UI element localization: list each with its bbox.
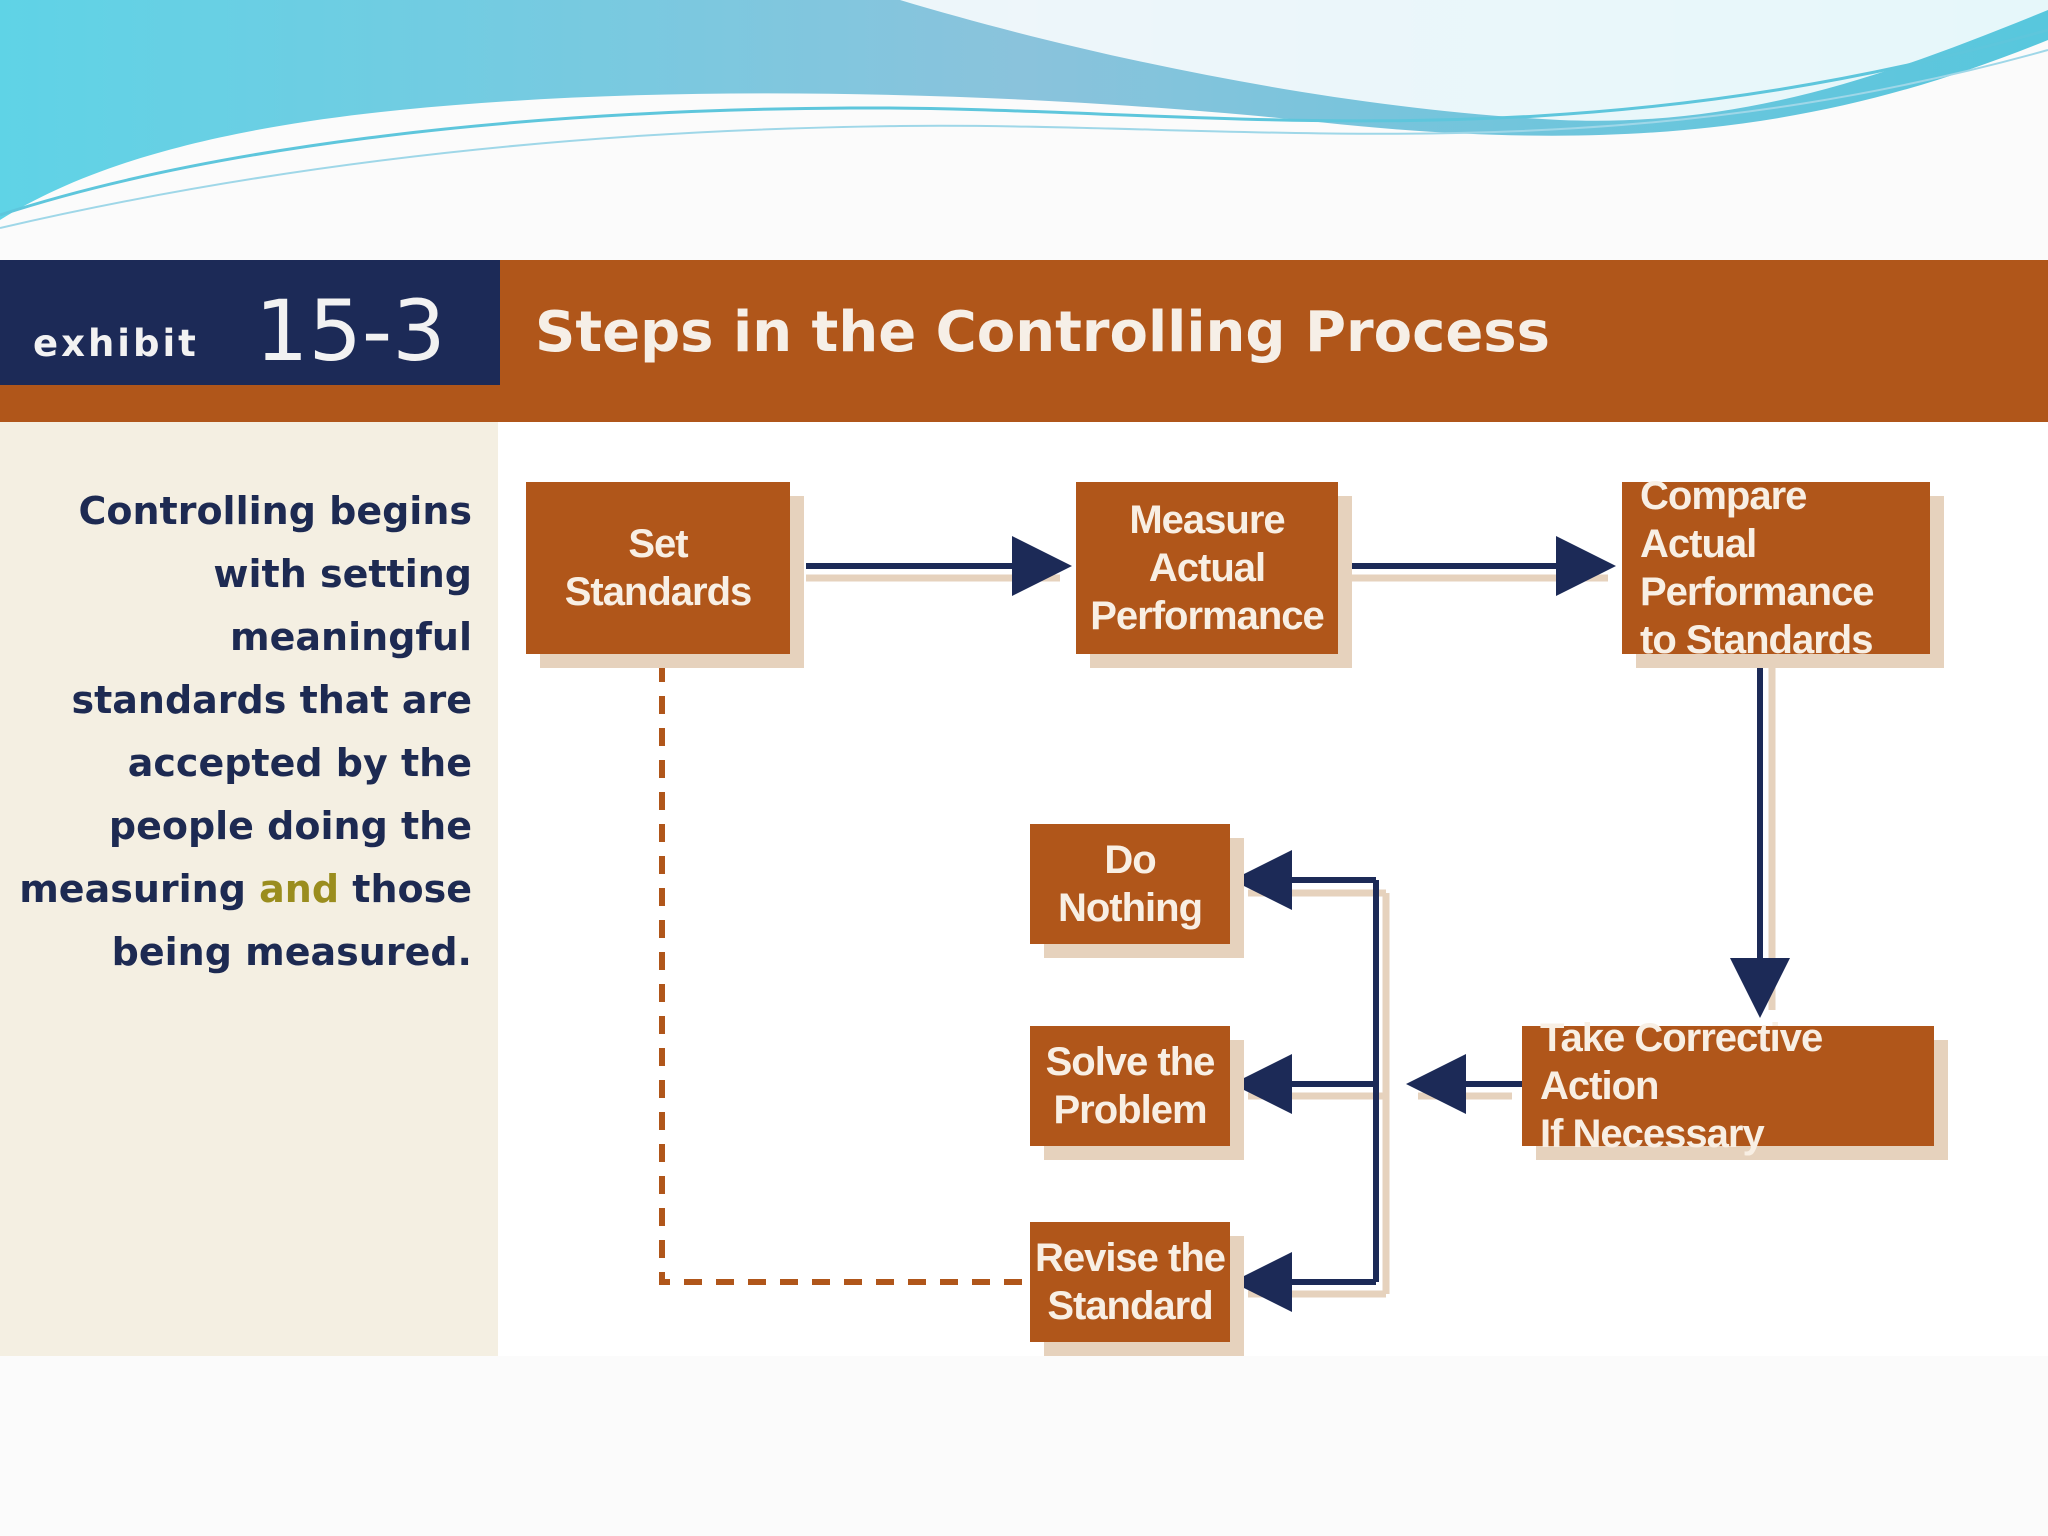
exhibit-label-box: exhibit 15-3 — [0, 260, 500, 385]
exhibit-word: exhibit — [33, 322, 199, 365]
side-caption-panel: Controlling begins with setting meaningf… — [0, 422, 498, 1356]
option-solve-problem: Solve the Problem — [1030, 1026, 1230, 1146]
step-measure-performance: Measure Actual Performance — [1076, 482, 1338, 654]
feedback-dashed-line — [659, 660, 1022, 1285]
step-compare-performance: Compare Actual Performance to Standards — [1622, 474, 1930, 662]
diagram-title: Steps in the Controlling Process — [535, 300, 1550, 365]
caption-highlight: and — [259, 867, 340, 911]
header-wave-decoration — [0, 0, 2048, 229]
exhibit-number: 15-3 — [255, 282, 446, 380]
step-corrective-action: Take Corrective Action If Necessary — [1522, 1016, 1934, 1156]
option-do-nothing: Do Nothing — [1030, 824, 1230, 944]
caption-text: Controlling begins with setting meaningf… — [2, 480, 472, 984]
step-set-standards: Set Standards — [526, 482, 790, 654]
option-revise-standard: Revise the Standard — [1030, 1222, 1230, 1342]
caption-part-2: those being measured. — [111, 867, 472, 974]
caption-part-1: Controlling begins with setting meaningf… — [19, 489, 472, 911]
